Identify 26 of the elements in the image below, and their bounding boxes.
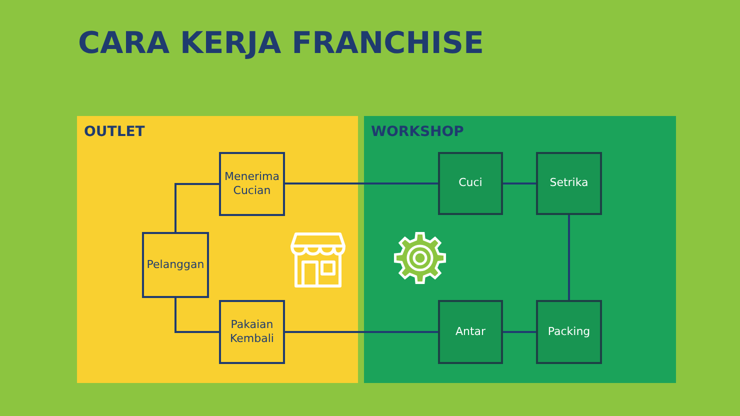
section-panel xyxy=(364,116,676,383)
step-label: Setrika xyxy=(550,176,588,191)
connector-line xyxy=(174,183,219,232)
connector-line xyxy=(285,182,438,184)
connector-line xyxy=(503,182,536,184)
process-box xyxy=(536,152,602,215)
step-label: Packing xyxy=(548,324,590,340)
section-heading: OUTLET xyxy=(84,124,145,140)
connector-line xyxy=(285,331,438,333)
title: CARA KERJA FRANCHISE xyxy=(78,26,484,61)
section-heading: WORKSHOP xyxy=(371,124,464,140)
process-box xyxy=(142,232,209,298)
process-box xyxy=(438,300,503,364)
step-label: Pelanggan xyxy=(146,258,204,272)
step-label: Cuci xyxy=(458,176,482,191)
step-label: Antar xyxy=(455,324,486,340)
process-box xyxy=(536,300,602,364)
section-panel xyxy=(77,116,358,383)
process-box xyxy=(438,152,503,215)
connector-line xyxy=(503,331,536,333)
connector-line xyxy=(174,298,219,333)
process-box xyxy=(219,152,285,216)
connector-line xyxy=(568,215,570,300)
process-box xyxy=(219,300,285,364)
step-label: Pakaian Kembali xyxy=(229,318,275,346)
step-label: Menerima Cucian xyxy=(223,170,281,198)
